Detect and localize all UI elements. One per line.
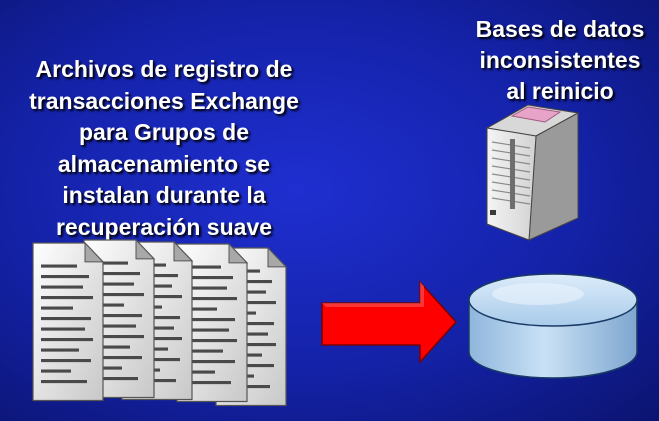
log-file-page-icon: [31, 241, 105, 403]
caption-line: para Grupos de: [79, 119, 249, 145]
caption-line: instalan durante la: [62, 182, 266, 208]
caption-line: recuperación suave: [55, 213, 273, 240]
caption-line: almacenamiento se: [57, 150, 271, 177]
database-cylinder-icon: [468, 273, 638, 379]
caption-line: inconsistentes: [479, 47, 641, 73]
log-file-stack-icon: [31, 238, 288, 408]
server-icon: [485, 104, 580, 241]
caption-line: al reinicio: [506, 78, 614, 104]
log-files-caption: Archivos de registro de transacciones Ex…: [6, 54, 322, 243]
right-arrow-icon: [321, 280, 458, 364]
database-caption: Bases de datos inconsistentes al reinici…: [452, 14, 659, 107]
caption-line: Archivos de registro de: [35, 56, 293, 82]
caption-line: Bases de datos: [475, 16, 645, 42]
caption-line: transacciones Exchange: [29, 87, 299, 114]
